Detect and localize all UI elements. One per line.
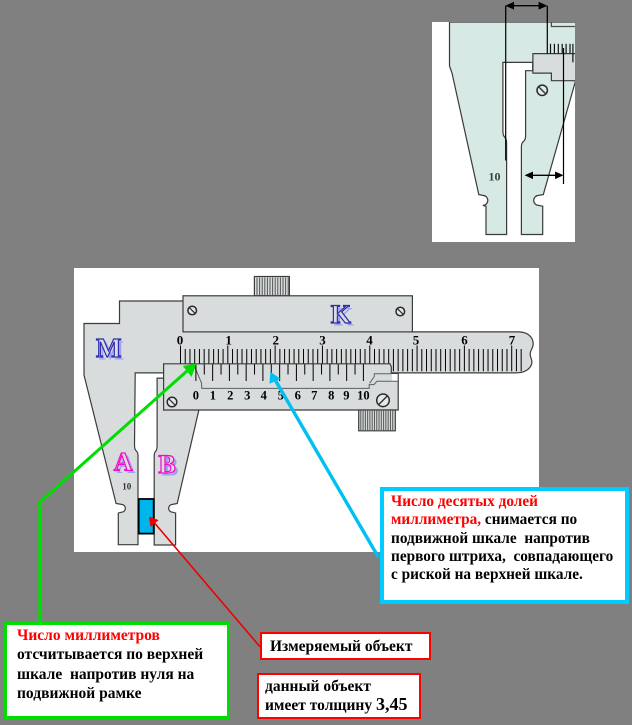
svg-text:K: K (334, 302, 355, 331)
svg-text:6: 6 (461, 333, 468, 348)
svg-text:7: 7 (509, 333, 516, 348)
svg-text:4: 4 (366, 333, 373, 348)
svg-text:5: 5 (278, 389, 284, 403)
svg-text:10: 10 (489, 170, 501, 184)
svg-text:10: 10 (122, 481, 132, 491)
svg-text:0: 0 (177, 333, 184, 348)
svg-text:0: 0 (193, 389, 199, 403)
svg-text:B: B (158, 450, 175, 479)
svg-text:2: 2 (272, 333, 279, 348)
svg-text:M: M (96, 333, 121, 363)
svg-text:8: 8 (328, 389, 334, 403)
svg-text:3: 3 (244, 389, 250, 403)
svg-text:7: 7 (311, 389, 317, 403)
svg-text:A: A (117, 450, 136, 479)
svg-text:2: 2 (227, 389, 233, 403)
svg-text:B: B (161, 452, 178, 481)
svg-text:9: 9 (343, 389, 349, 403)
svg-text:M: M (99, 335, 124, 365)
svg-text:4: 4 (261, 389, 268, 403)
svg-text:10: 10 (357, 389, 370, 403)
svg-text:5: 5 (413, 333, 420, 348)
svg-text:A: A (114, 448, 133, 477)
svg-text:1: 1 (225, 333, 232, 348)
svg-text:6: 6 (295, 389, 301, 403)
svg-text:1: 1 (210, 389, 216, 403)
svg-text:3: 3 (319, 333, 326, 348)
svg-text:K: K (331, 300, 352, 329)
